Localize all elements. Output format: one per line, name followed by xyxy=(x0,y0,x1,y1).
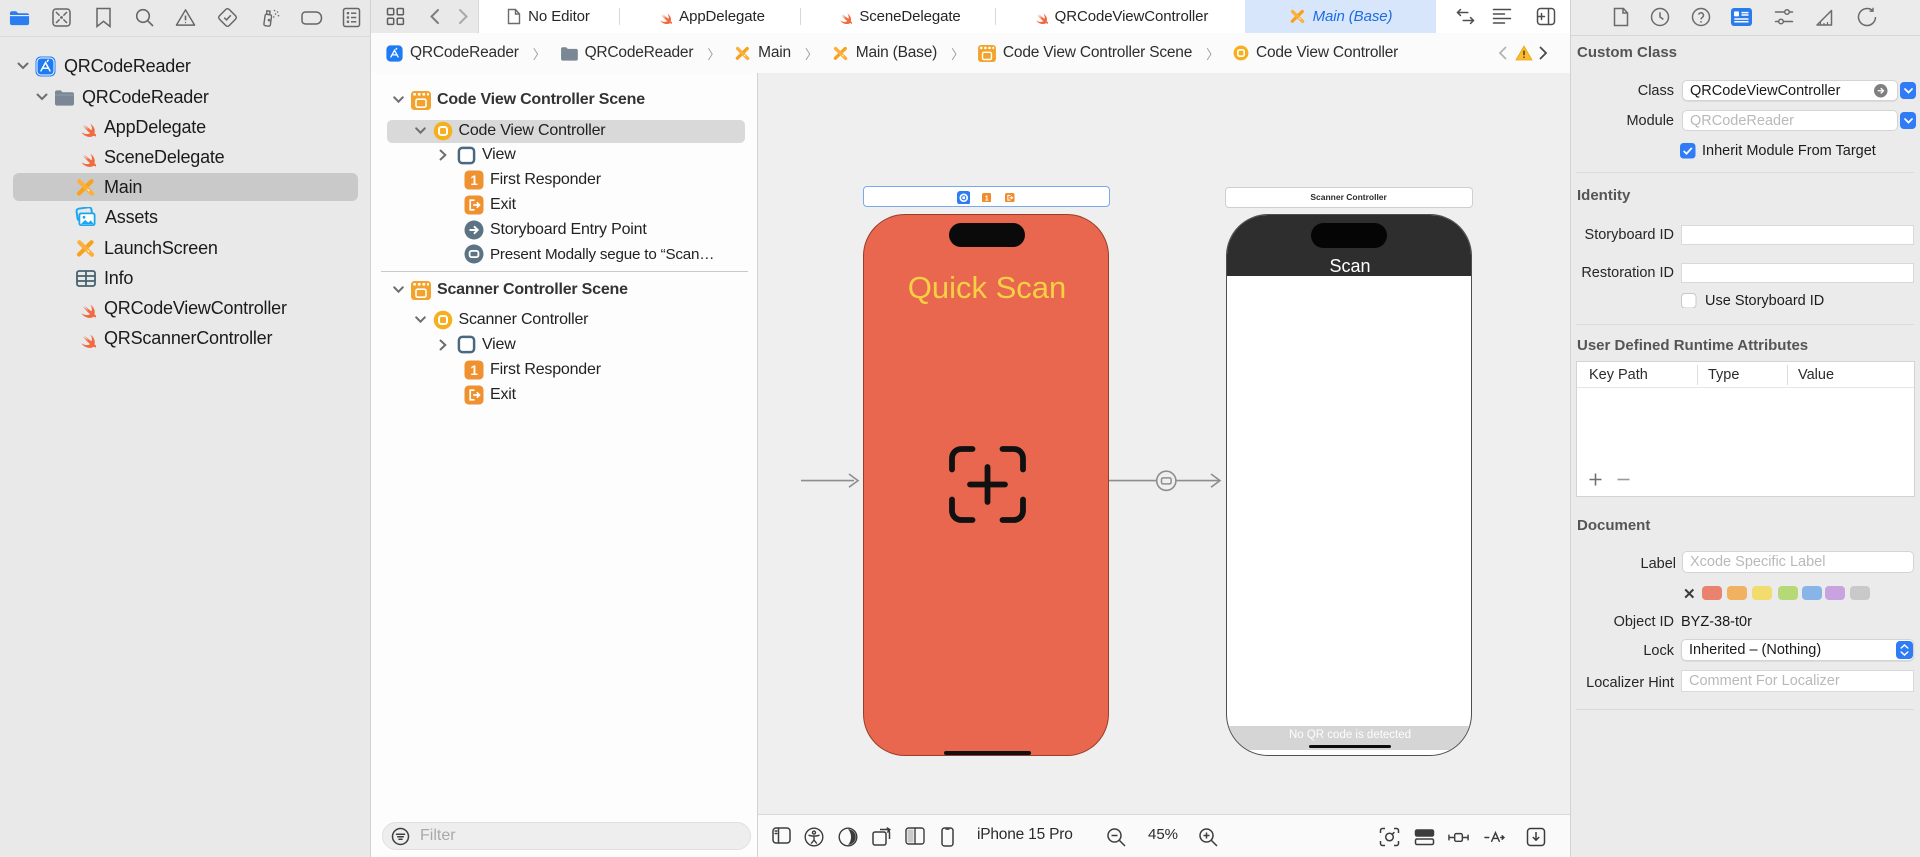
svg-text:1: 1 xyxy=(470,173,478,188)
svg-text:1: 1 xyxy=(470,363,478,378)
svg-text:1: 1 xyxy=(984,194,988,202)
